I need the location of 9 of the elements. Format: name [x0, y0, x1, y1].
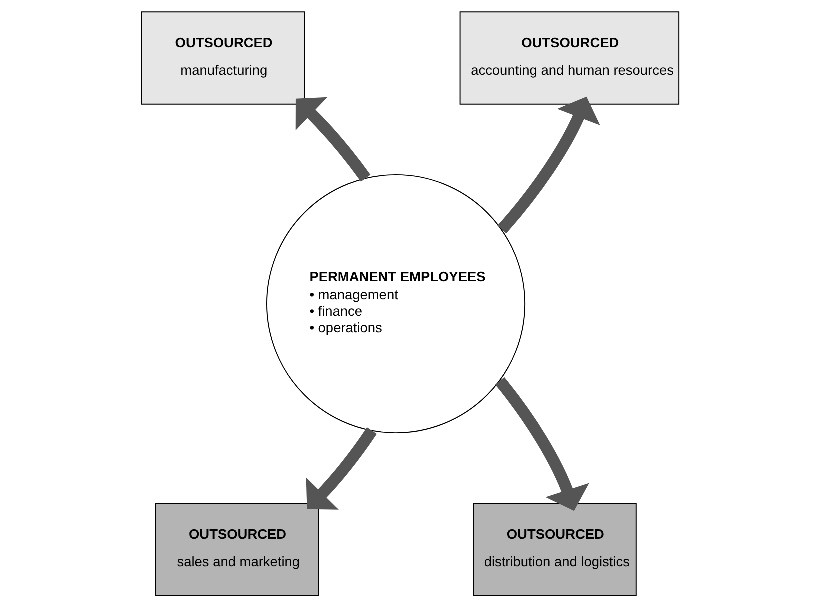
- arrow: [495, 377, 590, 512]
- node-box: OUTSOURCED accounting and human resources: [460, 12, 680, 105]
- node-box: OUTSOURCED manufacturing: [141, 12, 306, 105]
- arrow: [296, 97, 371, 182]
- arrow: [498, 96, 600, 234]
- node-box: OUTSOURCED sales and marketing: [155, 503, 319, 596]
- node-box: OUTSOURCED distribution and logistics: [473, 503, 637, 596]
- node-circle: PERMANENT EMPLOYEES • management • finance • operations: [266, 174, 526, 434]
- arrow: [306, 428, 377, 510]
